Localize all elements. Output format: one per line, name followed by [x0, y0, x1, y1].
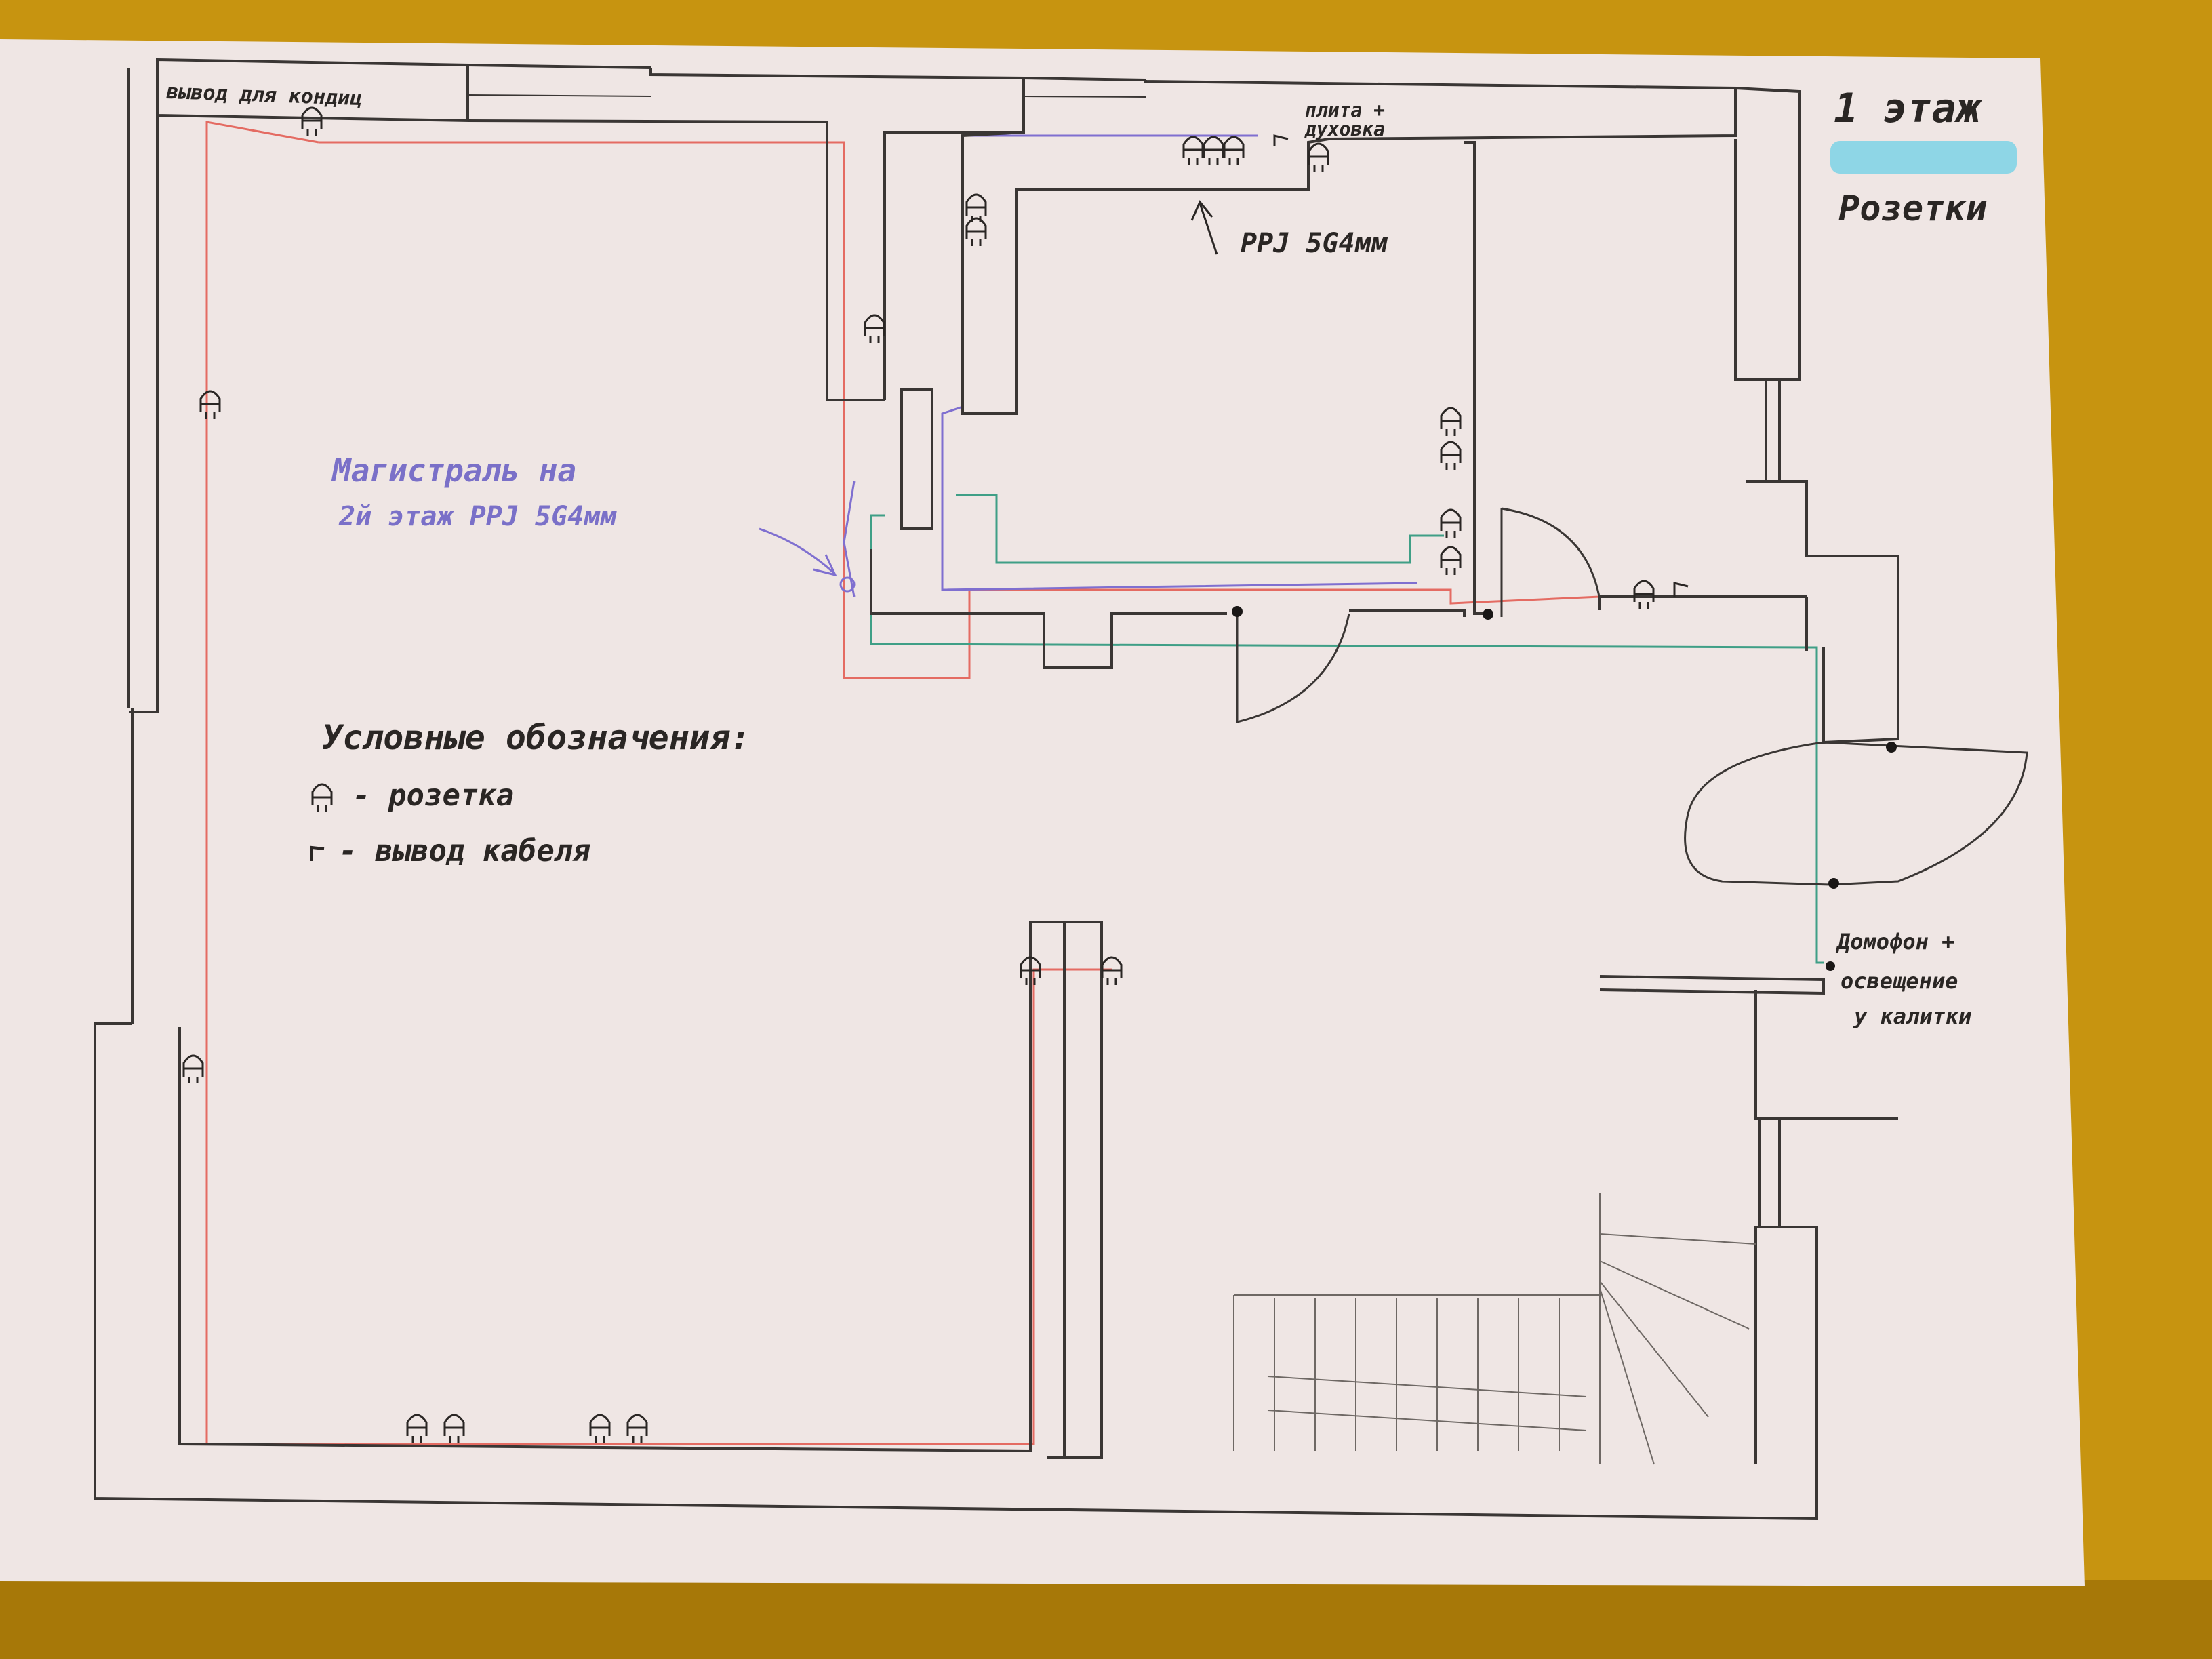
east-wall	[1734, 87, 1899, 744]
cable-outlet-icon	[1273, 134, 1689, 597]
walls	[94, 58, 1899, 1521]
conventions-title: Условные обозначения:	[322, 718, 750, 757]
intercom-label-3: у калитки	[1853, 1003, 1971, 1029]
entrance-door	[1684, 741, 2028, 886]
floor-title: 1 этаж	[1834, 85, 1983, 132]
north-wall	[467, 64, 1025, 401]
cable-outlet-icon	[310, 845, 325, 861]
cable-legend-text: - вывод кабеля	[339, 834, 590, 868]
junction-dots	[1232, 606, 1897, 971]
main-line-label-2: 2й этаж PPJ 5G4мм	[338, 501, 617, 532]
kitchen-inner	[900, 141, 1488, 615]
marker-swatch	[1830, 141, 2017, 174]
green-wire	[870, 494, 1824, 964]
hall-door	[1500, 507, 1601, 617]
doors	[1236, 507, 2028, 886]
oven-label: духовка	[1304, 118, 1385, 140]
north-gap	[467, 94, 1146, 98]
kitchen-cable-label: PPJ 5G4мм	[1241, 228, 1388, 259]
intercom-label-1: Домофон +	[1835, 929, 1954, 955]
socket-legend-text: - розетка	[353, 778, 514, 813]
center-pillar	[1047, 921, 1103, 1459]
staircase	[1233, 1193, 1756, 1465]
red-wire	[205, 121, 1601, 1445]
kitchen-wall	[961, 77, 1737, 415]
table-shadow	[0, 1580, 2212, 1659]
paper-sheet	[0, 39, 2085, 1586]
entry-walls	[1599, 975, 1898, 1228]
main-line-label-1: Магистраль на	[331, 452, 576, 489]
left-wall	[94, 68, 1066, 1498]
stove-label: плита +	[1305, 99, 1385, 121]
kitchen-door	[1236, 613, 1350, 723]
partition-south	[870, 549, 1808, 669]
riser-outlet	[759, 527, 856, 593]
arrow-icon	[759, 527, 837, 577]
intercom-label-2: освещение	[1841, 968, 1958, 994]
arrow-icon	[1190, 200, 1218, 255]
marker-label: Розетки	[1838, 188, 1987, 229]
wiring	[205, 121, 1824, 1445]
